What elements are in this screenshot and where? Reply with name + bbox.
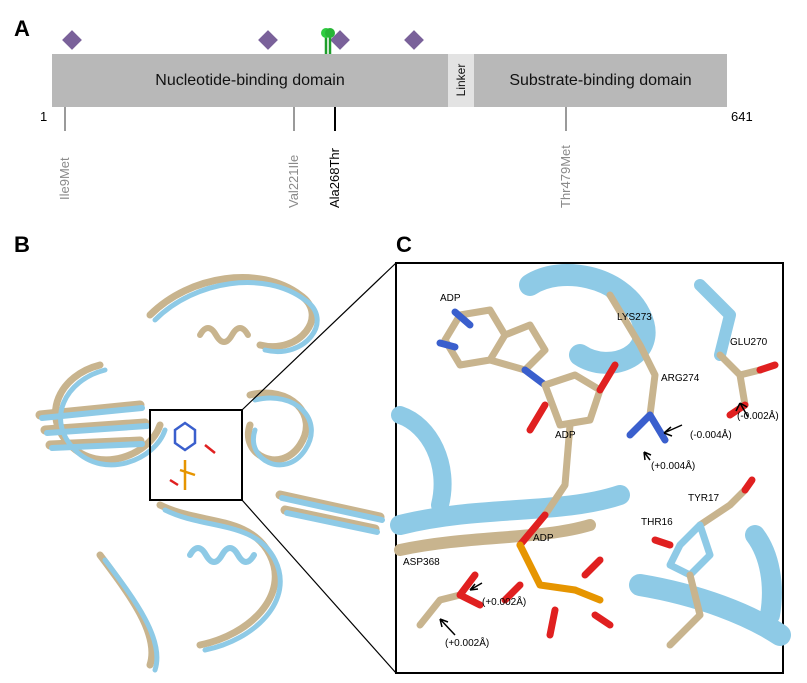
panel-a-letter: A bbox=[14, 16, 30, 41]
inset-box bbox=[149, 409, 243, 501]
domain-marker-diamond-icon bbox=[404, 30, 424, 50]
asp368-shift-label: (+0.002Å) bbox=[482, 597, 527, 608]
asp368-shift-label: (+0.002Å) bbox=[445, 638, 490, 649]
mutation-tick bbox=[64, 107, 66, 131]
mutation-label: Ala268Thr bbox=[327, 148, 342, 208]
linker-bar bbox=[448, 54, 474, 107]
adp-label: ADP bbox=[440, 293, 461, 304]
lys273-label: LYS273 bbox=[617, 312, 652, 323]
nucleotide-binding-domain-label: Nucleotide-binding domain bbox=[155, 72, 345, 89]
arg274-shift-label: (-0.004Å) bbox=[690, 430, 732, 441]
mutation-label: Val221Ile bbox=[286, 154, 301, 208]
zoomed-structure bbox=[390, 264, 791, 649]
mutation-label: Ile9Met bbox=[57, 157, 72, 200]
arg274-label: ARG274 bbox=[661, 373, 700, 384]
protein-structure-figure bbox=[35, 262, 791, 674]
mutation-label: Thr479Met bbox=[558, 145, 573, 208]
shift-arrows bbox=[439, 402, 749, 636]
nucleotide-binding-domain-bar bbox=[52, 54, 448, 107]
mutation-tick bbox=[565, 107, 567, 131]
end-position-label: 641 bbox=[731, 109, 753, 124]
glu270-shift-label: (-0.002Å) bbox=[737, 411, 779, 422]
tyr17-label: TYR17 bbox=[688, 493, 720, 504]
linker-label: Linker bbox=[454, 63, 468, 97]
substrate-binding-domain-label: Substrate-binding domain bbox=[509, 72, 692, 89]
mutation-tick bbox=[334, 107, 336, 131]
arg274-shift-label: (+0.004Å) bbox=[651, 461, 696, 472]
adp-label: ADP bbox=[555, 430, 576, 441]
asp368-label: ASP368 bbox=[403, 557, 440, 568]
substrate-binding-domain-bar bbox=[474, 54, 727, 107]
protein-ribbon-overview bbox=[35, 274, 385, 673]
thr16-label: THR16 bbox=[641, 517, 673, 528]
start-position-label: 1 bbox=[40, 109, 48, 124]
domain-marker-diamond-icon bbox=[258, 30, 278, 50]
ligand-small bbox=[169, 421, 216, 490]
mutation-tick bbox=[293, 107, 295, 131]
mutation-lollipop-icon bbox=[321, 28, 335, 56]
panel-c-letter: C bbox=[396, 232, 412, 257]
domain-marker-diamond-icon bbox=[62, 30, 82, 50]
panel-b-letter: B bbox=[14, 232, 30, 257]
adp-label: ADP bbox=[533, 533, 554, 544]
glu270-label: GLU270 bbox=[730, 337, 768, 348]
